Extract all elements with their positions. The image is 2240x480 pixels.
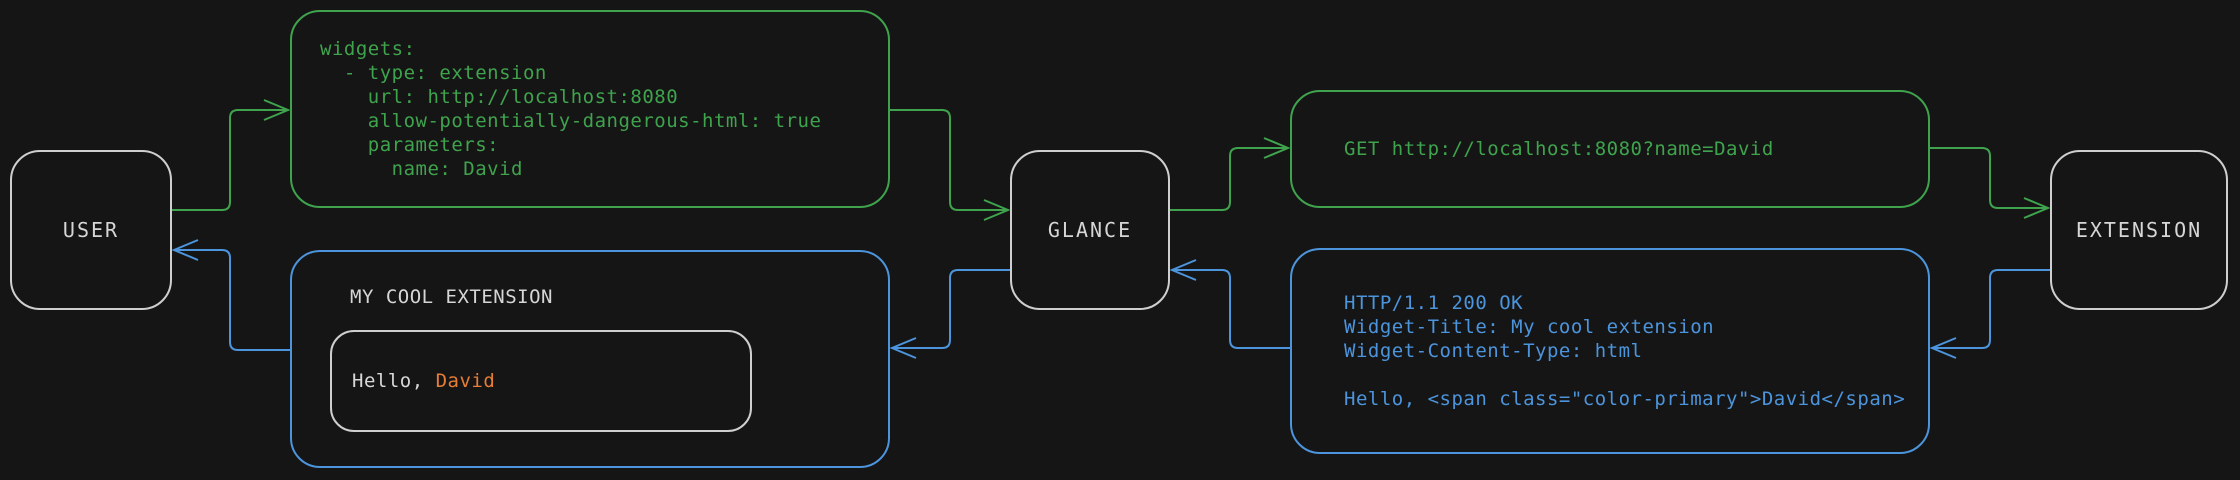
node-extension: EXTENSION bbox=[2050, 150, 2228, 310]
node-user: USER bbox=[10, 150, 172, 310]
arrow-user-to-config bbox=[172, 99, 291, 211]
node-extension-label: EXTENSION bbox=[2075, 218, 2203, 242]
arrow-response-to-glance bbox=[1169, 259, 1290, 349]
http-response-box: HTTP/1.1 200 OK Widget-Title: My cool ex… bbox=[1290, 248, 1930, 454]
node-glance: GLANCE bbox=[1010, 150, 1170, 310]
arrow-config-to-glance bbox=[890, 109, 1011, 221]
http-response-code: HTTP/1.1 200 OK Widget-Title: My cool ex… bbox=[1344, 292, 1906, 410]
greeting-name: David bbox=[435, 370, 496, 392]
http-request-box: GET http://localhost:8080?name=David bbox=[1290, 90, 1930, 208]
node-user-label: USER bbox=[62, 218, 120, 242]
arrow-glance-to-widget bbox=[889, 269, 1010, 359]
config-yaml-code: widgets: - type: extension url: http://l… bbox=[320, 38, 822, 180]
arrow-request-to-extension bbox=[1930, 147, 2051, 219]
widget-content-box: Hello, David bbox=[330, 330, 752, 432]
http-request-code: GET http://localhost:8080?name=David bbox=[1344, 138, 1774, 160]
arrow-glance-to-request bbox=[1170, 137, 1291, 211]
widget-title: MY COOL EXTENSION bbox=[350, 286, 553, 308]
widget-preview-box: MY COOL EXTENSION Hello, David bbox=[290, 250, 890, 468]
arrow-widget-to-user bbox=[171, 239, 290, 351]
config-yaml-box: widgets: - type: extension url: http://l… bbox=[290, 10, 890, 208]
greeting-prefix: Hello, bbox=[352, 370, 436, 392]
arrow-extension-to-response bbox=[1929, 269, 2050, 359]
node-glance-label: GLANCE bbox=[1047, 218, 1133, 242]
